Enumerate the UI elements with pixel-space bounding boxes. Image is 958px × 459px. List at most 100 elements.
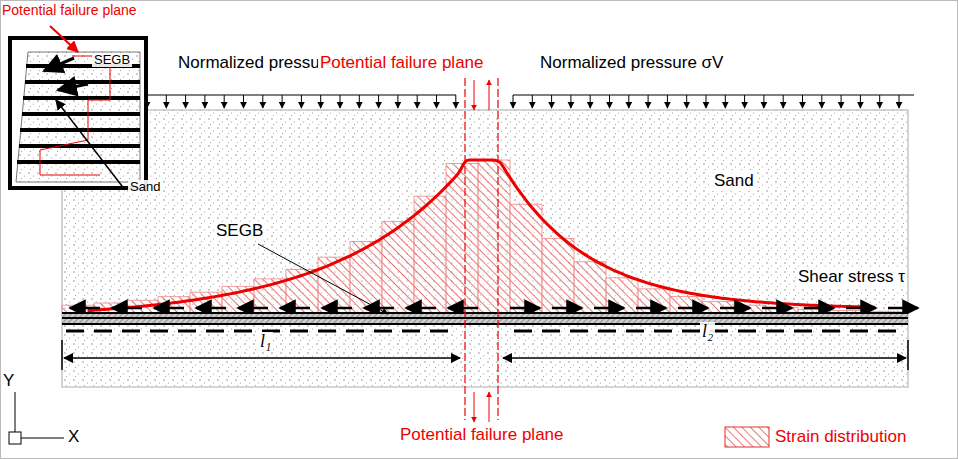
shear-arrow — [594, 307, 624, 310]
legend-text: Strain distribution — [775, 428, 906, 447]
pressure-arrow — [648, 95, 649, 108]
pressure-arrow — [301, 95, 302, 108]
dimension-label: l₂ — [700, 322, 715, 342]
shear-dash — [430, 330, 448, 333]
failure-plane-label: Potential failure plane — [398, 426, 566, 445]
leader-line — [258, 244, 388, 314]
strain-bar — [446, 163, 478, 313]
pressure-arrow — [436, 95, 437, 108]
shear-dash — [654, 330, 672, 333]
pressure-arrow — [513, 95, 514, 108]
shear-dash — [290, 330, 308, 333]
legend-swatch — [725, 427, 769, 447]
shear-dash — [766, 330, 784, 333]
shear-dash — [206, 330, 224, 333]
pressure-arrow — [879, 95, 880, 108]
pressure-arrow — [551, 95, 552, 108]
shear-dash — [570, 330, 588, 333]
pressure-arrow — [783, 95, 784, 108]
pressure-arrow — [397, 95, 398, 108]
shear-dash — [122, 330, 140, 333]
pressure-arrow — [590, 95, 591, 108]
pressure-arrow — [899, 95, 900, 108]
pressure-arrow — [821, 95, 822, 108]
shear-arrow — [322, 307, 352, 310]
pressure-arrow — [340, 95, 341, 108]
shear-arrow — [280, 307, 310, 310]
axis-label: Y — [3, 372, 14, 391]
shear-arrow — [510, 307, 540, 310]
pressure-arrow — [378, 95, 379, 108]
pressure-arrow — [417, 95, 418, 108]
shear-dash — [318, 330, 336, 333]
pressure-arrow — [744, 95, 745, 108]
pressure-arrow — [841, 95, 842, 108]
shear-arrow — [112, 307, 142, 310]
shear-dash — [794, 330, 812, 333]
shear-dash — [374, 330, 392, 333]
pressure-arrow — [147, 95, 148, 108]
pressure-arrows — [147, 95, 914, 108]
strain-bar — [638, 289, 670, 313]
pressure-arrow — [224, 95, 225, 108]
segb-band — [62, 313, 908, 324]
shear-arrow — [406, 307, 436, 310]
shear-stress-label: Shear stress τ — [796, 268, 907, 287]
shear-arrow — [552, 307, 582, 310]
pressure-arrow — [359, 95, 360, 108]
pressure-arrow — [570, 95, 571, 108]
shear-arrow — [762, 307, 792, 310]
generated-strokes — [62, 160, 918, 331]
shear-arrow — [678, 307, 708, 310]
inset-failure-label: Potential failure plane — [2, 3, 137, 18]
pressure-arrow — [166, 95, 167, 108]
pressure-arrow — [282, 95, 283, 108]
segb-label: SEGB — [214, 222, 265, 241]
pressure-arrow — [243, 95, 244, 108]
strain-bar — [670, 296, 702, 313]
sand-label: Sand — [712, 172, 756, 191]
shear-dash — [850, 330, 868, 333]
shear-dash — [598, 330, 616, 333]
shear-arrow — [636, 307, 666, 310]
pressure-arrow — [706, 95, 707, 108]
shear-dash — [822, 330, 840, 333]
shear-arrow — [720, 307, 750, 310]
strain-bar — [478, 160, 510, 313]
shear-dash — [66, 330, 84, 333]
shear-dash — [682, 330, 700, 333]
pressure-arrow — [802, 95, 803, 108]
inset-segb-label: SEGB — [92, 53, 132, 67]
pressure-arrow — [725, 95, 726, 108]
shear-arrow — [846, 307, 876, 310]
shear-arrow — [888, 307, 918, 310]
shear-dash — [346, 330, 364, 333]
shear-dash — [94, 330, 112, 333]
shear-dash — [878, 330, 896, 333]
pressure-arrow — [609, 95, 610, 108]
pressure-arrow — [667, 95, 668, 108]
inset-sand-label: Sand — [128, 180, 162, 194]
strain-bar — [510, 204, 542, 313]
axis-label: X — [68, 428, 79, 447]
pressure-arrow — [262, 95, 263, 108]
shear-dash — [150, 330, 168, 333]
pressure-arrow — [628, 95, 629, 108]
shear-dash — [514, 330, 532, 333]
pressure-arrow — [455, 95, 456, 108]
pressure-arrow — [686, 95, 687, 108]
shear-dash — [234, 330, 252, 333]
pressure-arrow — [185, 95, 186, 108]
dimension-label: l₁ — [258, 332, 273, 352]
pressure-arrow — [204, 95, 205, 108]
dimension-lines — [62, 340, 908, 370]
shear-dash — [738, 330, 756, 333]
pressure-arrow — [532, 95, 533, 108]
shear-dash — [402, 330, 420, 333]
shear-arrow — [804, 307, 834, 310]
sand-body — [62, 110, 908, 387]
shear-arrow — [154, 307, 184, 310]
strain-bar — [542, 238, 574, 313]
pressure-label: Normalized pressure σV — [540, 54, 723, 73]
pressure-arrow — [763, 95, 764, 108]
